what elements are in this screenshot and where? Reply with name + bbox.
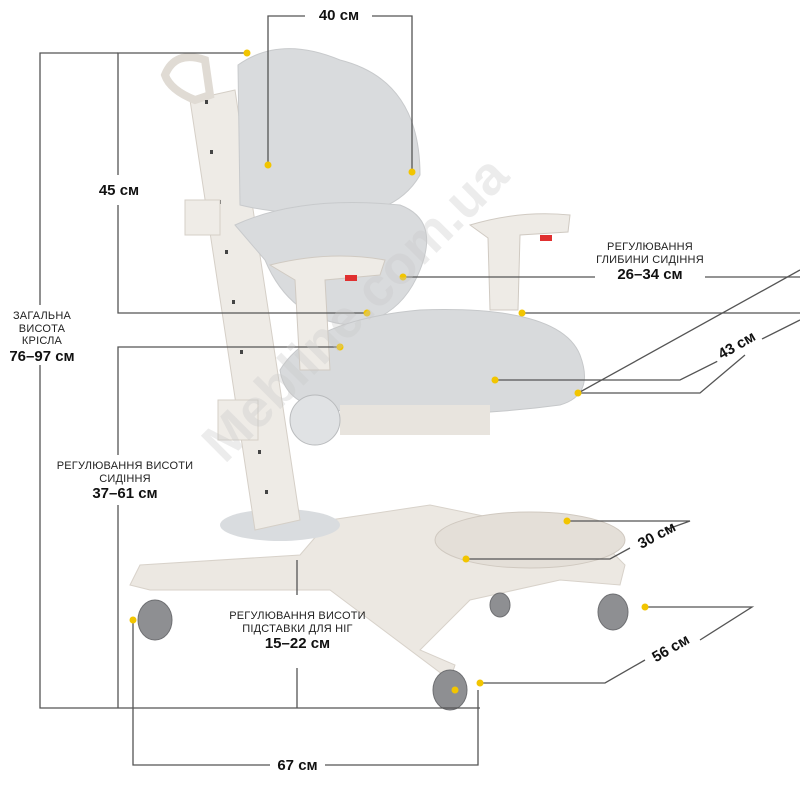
seat-height-label: РЕГУЛЮВАННЯ ВИСОТИ СИДІННЯ 37–61 см — [55, 460, 195, 503]
total-height-value: 76–97 см — [9, 347, 75, 365]
chair — [129, 48, 629, 711]
total-height-caption-1: ЗАГАЛЬНА — [12, 310, 72, 322]
seat-height-caption-1: РЕГУЛЮВАННЯ ВИСОТИ — [56, 460, 194, 472]
seat-depth-caption-1: РЕГУЛЮВАННЯ — [607, 241, 693, 253]
footrest-height-label: РЕГУЛЮВАННЯ ВИСОТИ ПІДСТАВКИ ДЛЯ НІГ 15–… — [220, 610, 375, 653]
footrest-height-caption-1: РЕГУЛЮВАННЯ ВИСОТИ — [229, 610, 366, 622]
seat-height-value: 37–61 см — [92, 485, 158, 503]
measurement-markers — [129, 49, 649, 694]
backrest-height-label: 45 см — [92, 182, 146, 200]
total-height-caption-2: ВИСОТА КРІСЛА — [18, 322, 66, 348]
seat-depth-label: РЕГУЛЮВАННЯ ГЛИБИНИ СИДІННЯ 26–34 см — [596, 241, 704, 284]
base-width-label: 67 см — [270, 757, 325, 775]
seat-height-caption-2: СИДІННЯ — [99, 472, 151, 485]
dimension-lines — [39, 15, 800, 766]
seat-depth-caption-2: ГЛИБИНИ СИДІННЯ — [596, 253, 704, 266]
backrest-width-label: 40 см — [308, 7, 370, 25]
footrest-height-value: 15–22 см — [264, 635, 331, 653]
footrest-height-caption-2: ПІДСТАВКИ ДЛЯ НІГ — [242, 622, 353, 635]
total-height-label: ЗАГАЛЬНА ВИСОТА КРІСЛА 76–97 см — [0, 310, 84, 366]
seat-depth-value: 26–34 см — [617, 266, 683, 284]
